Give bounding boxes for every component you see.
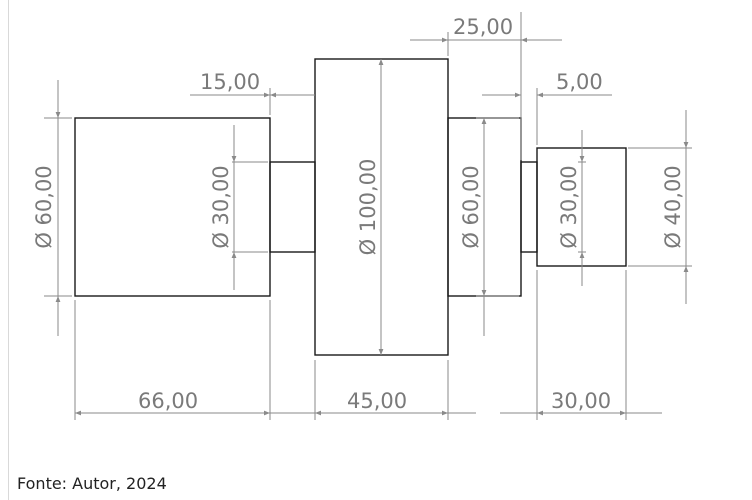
label-66: 66,00 (138, 389, 198, 413)
dimension-labels: 66,00 45,00 30,00 15,00 25,00 5,00 Ø 60,… (32, 15, 685, 413)
label-25: 25,00 (453, 15, 513, 39)
figure-caption: Fonte: Autor, 2024 (17, 474, 167, 493)
label-d30-right: Ø 30,00 (557, 165, 581, 248)
shaft-outline (74, 58, 627, 356)
left-cylinder (74, 117, 271, 297)
label-45: 45,00 (347, 389, 407, 413)
label-30: 30,00 (551, 389, 611, 413)
page-border (0, 0, 9, 500)
label-d60-left: Ø 60,00 (32, 165, 56, 248)
label-d100: Ø 100,00 (356, 159, 380, 256)
label-d60-right: Ø 60,00 (459, 165, 483, 248)
right-neck (520, 161, 538, 253)
label-15: 15,00 (200, 70, 260, 94)
label-d30-left: Ø 30,00 (209, 165, 233, 248)
extension-lines (44, 12, 692, 420)
left-neck (269, 161, 316, 253)
label-d40: Ø 40,00 (661, 165, 685, 248)
horizontal-dimensions (75, 37, 662, 416)
label-5: 5,00 (556, 70, 603, 94)
shaft-drawing: 66,00 45,00 30,00 15,00 25,00 5,00 Ø 60,… (32, 12, 692, 420)
vertical-dimensions (55, 59, 689, 355)
